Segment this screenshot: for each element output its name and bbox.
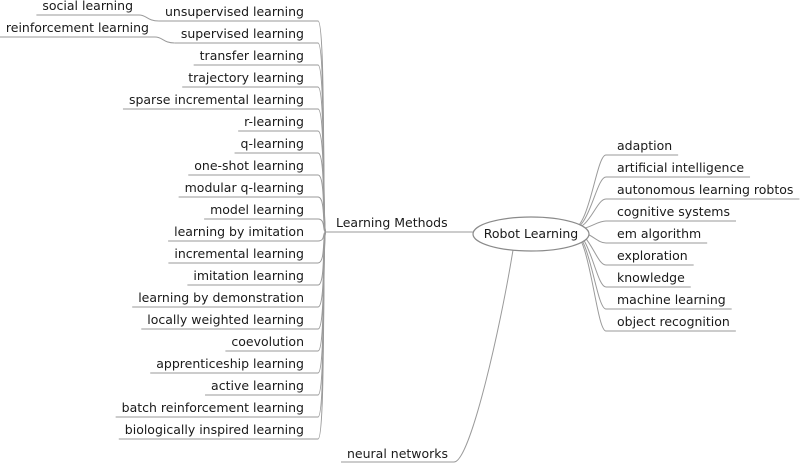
node-unsupervised-learning: unsupervised learning (165, 4, 304, 19)
node-q-learning: q-learning (241, 136, 304, 151)
node-transfer-learning: transfer learning (200, 48, 304, 63)
node-sparse-incremental-learning: sparse incremental learning (129, 92, 304, 107)
node-social-learning: social learning (42, 0, 133, 13)
node-autonomous-learning-robtos: autonomous learning robtos (617, 182, 793, 197)
connector-neural-networks (453, 249, 514, 463)
node-incremental-learning: incremental learning (174, 246, 304, 261)
node-apprenticeship-learning: apprenticeship learning (156, 356, 304, 371)
learning-methods-label: Learning Methods (336, 215, 448, 230)
node-reinforcement-learning: reinforcement learning (6, 20, 149, 35)
node-supervised-learning: supervised learning (181, 26, 304, 41)
node-cognitive-systems: cognitive systems (617, 204, 730, 219)
node-model-learning: model learning (210, 202, 304, 217)
node-batch-reinforcement-learning: batch reinforcement learning (122, 400, 304, 415)
root-label: Robot Learning (484, 226, 579, 241)
node-one-shot-learning: one-shot learning (194, 158, 304, 173)
node-locally-weighted-learning: locally weighted learning (147, 312, 304, 327)
node-r-learning: r-learning (244, 114, 304, 129)
node-learning-by-demonstration: learning by demonstration (138, 290, 304, 305)
node-machine-learning: machine learning (617, 292, 726, 307)
connectors (0, 14, 800, 463)
connector-biologically-inspired-learning (317, 231, 327, 440)
node-modular-q-learning: modular q-learning (185, 180, 304, 195)
connector-social-learning (138, 14, 159, 22)
node-coevolution: coevolution (231, 334, 304, 349)
node-trajectory-learning: trajectory learning (188, 70, 304, 85)
node-biologically-inspired-learning: biologically inspired learning (125, 422, 304, 437)
node-adaption: adaption (617, 138, 672, 153)
node-exploration: exploration (617, 248, 688, 263)
node-object-recognition: object recognition (617, 314, 730, 329)
root-node (472, 216, 590, 252)
node-em-algorithm: em algorithm (617, 226, 701, 241)
node-knowledge: knowledge (617, 270, 685, 285)
node-imitation-learning: imitation learning (193, 268, 304, 283)
node-active-learning: active learning (211, 378, 304, 393)
node-artificial-intelligence: artificial intelligence (617, 160, 744, 175)
node-neural-networks: neural networks (347, 446, 448, 461)
nodes: Robot Learning Learning Methods unsupervis… (6, 0, 794, 461)
connector-reinforcement-learning (154, 36, 175, 44)
node-learning-by-imitation: learning by imitation (174, 224, 304, 239)
connector-model-learning (317, 218, 327, 233)
